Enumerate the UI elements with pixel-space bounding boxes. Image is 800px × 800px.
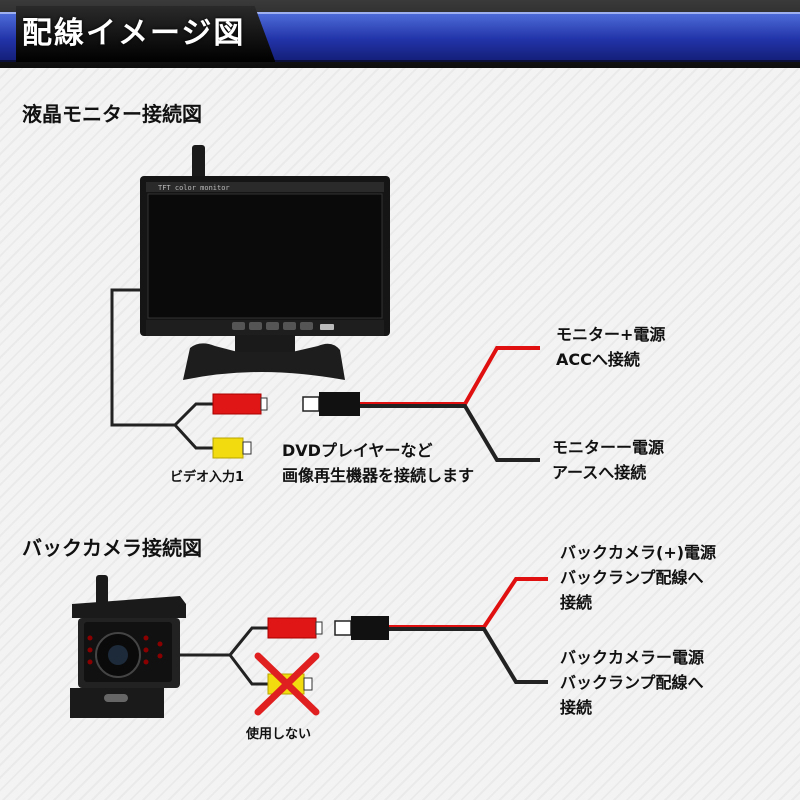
camera-ir-led bbox=[157, 641, 163, 647]
monitor-section-title: 液晶モニター接続図 bbox=[22, 102, 202, 126]
camera-plus-label: バックカメラ(+)電源 バックランプ配線へ 接続 bbox=[560, 540, 716, 615]
camera-minus-line-3: 接続 bbox=[560, 698, 593, 717]
camera-red-rca-tip bbox=[315, 621, 323, 635]
camera-ir-led bbox=[157, 653, 163, 659]
camera-ir-led bbox=[143, 635, 149, 641]
camera-lens bbox=[108, 645, 128, 665]
monitor-button bbox=[249, 322, 262, 330]
unused-cross-mark bbox=[254, 652, 320, 716]
dvd-line-1: DVDプレイヤーなど bbox=[282, 441, 433, 460]
camera-ir-led bbox=[143, 659, 149, 665]
camera-cable bbox=[178, 626, 268, 686]
camera-ir-led bbox=[87, 659, 93, 665]
monitor-cable-split bbox=[173, 402, 213, 450]
camera-red-rca-plug bbox=[267, 617, 317, 639]
camera-minus-line-1: バックカメラー電源 bbox=[560, 648, 705, 667]
camera-power-plug bbox=[351, 616, 389, 640]
monitor-black-wire bbox=[360, 404, 540, 462]
monitor-minus-line-2: アースへ接続 bbox=[552, 463, 647, 482]
camera-red-wire bbox=[389, 577, 548, 629]
monitor-red-rca-plug bbox=[212, 393, 262, 415]
monitor-red-rca-tip bbox=[260, 397, 268, 411]
monitor-power-plug-tip bbox=[302, 396, 320, 412]
monitor-brand-text: TFT color monitor bbox=[158, 184, 230, 192]
camera-section-title: バックカメラ接続図 bbox=[22, 536, 202, 560]
dvd-label: DVDプレイヤーなど 画像再生機器を接続します bbox=[282, 438, 474, 488]
camera-hood bbox=[72, 596, 186, 618]
camera-plus-line-3: 接続 bbox=[560, 593, 593, 612]
monitor-button bbox=[300, 322, 313, 330]
monitor-button bbox=[232, 322, 245, 330]
monitor-image: TFT color monitor bbox=[140, 145, 390, 380]
monitor-power-plug bbox=[319, 392, 360, 416]
camera-image bbox=[70, 575, 186, 718]
camera-yellow-rca-tip bbox=[303, 677, 313, 691]
camera-ir-led bbox=[143, 647, 149, 653]
monitor-yellow-rca-tip bbox=[242, 441, 252, 455]
monitor-plus-label: モニター+電源 ACCへ接続 bbox=[556, 322, 665, 372]
camera-ir-led bbox=[87, 647, 93, 653]
camera-mount bbox=[70, 688, 164, 718]
page-title: 配線イメージ図 bbox=[16, 6, 276, 62]
video-input-label: ビデオ入力1 bbox=[170, 470, 245, 485]
camera-minus-label: バックカメラー電源 バックランプ配線へ 接続 bbox=[560, 645, 704, 720]
camera-black-wire bbox=[389, 627, 548, 684]
camera-ir-led bbox=[87, 635, 93, 641]
camera-power-plug-tip bbox=[334, 620, 352, 636]
camera-plus-line-2: バックランプ配線へ bbox=[560, 568, 704, 587]
monitor-button bbox=[266, 322, 279, 330]
monitor-yellow-rca-plug bbox=[212, 437, 244, 459]
monitor-bezel-bottom bbox=[146, 320, 384, 336]
monitor-video-cable bbox=[110, 288, 175, 427]
dvd-line-2: 画像再生機器を接続します bbox=[282, 466, 475, 485]
monitor-plus-line-2: ACCへ接続 bbox=[556, 350, 640, 369]
monitor-button bbox=[283, 322, 296, 330]
header-bar: 配線イメージ図 bbox=[0, 0, 800, 68]
unused-label: 使用しない bbox=[246, 727, 312, 742]
monitor-minus-line-1: モニターー電源 bbox=[552, 438, 665, 457]
monitor-stand-base bbox=[183, 343, 345, 380]
monitor-indicator bbox=[320, 324, 334, 330]
camera-plus-line-1: バックカメラ(+)電源 bbox=[560, 543, 717, 562]
camera-antenna bbox=[96, 575, 108, 607]
monitor-red-wire bbox=[360, 346, 540, 406]
monitor-top-strip bbox=[146, 182, 384, 192]
monitor-plus-line-1: モニター+電源 bbox=[556, 325, 666, 344]
monitor-minus-label: モニターー電源 アースへ接続 bbox=[552, 435, 664, 485]
camera-minus-line-2: バックランプ配線へ bbox=[560, 673, 704, 692]
camera-mount-slot bbox=[104, 694, 128, 702]
monitor-screen bbox=[147, 193, 383, 319]
